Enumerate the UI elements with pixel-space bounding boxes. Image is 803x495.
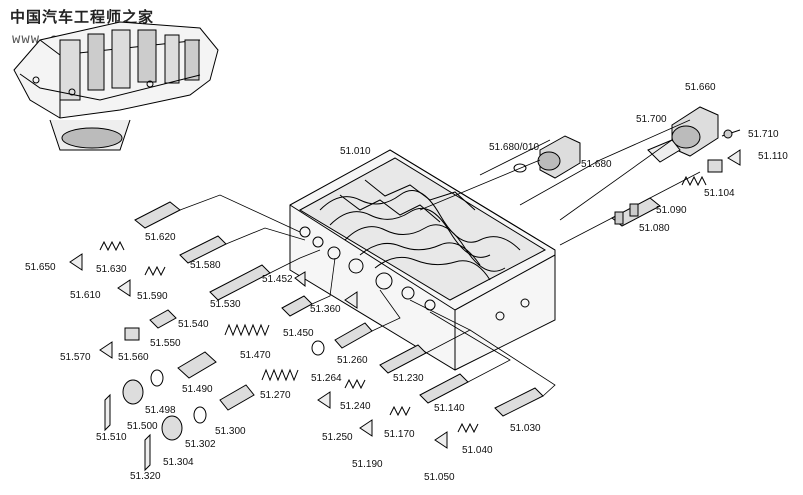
retainer-51190 [359,419,373,437]
part-label: 51.080 [639,223,670,234]
part-label: 51.190 [352,459,383,470]
part-label: 51.320 [130,471,161,482]
part-label: 51.452 [262,274,293,285]
retainer-51110 [727,149,741,166]
part-label: 51.560 [118,352,149,363]
piston-51490 [177,351,217,379]
part-label: 51.490 [182,384,213,395]
part-label: 51.580 [190,260,221,271]
part-label: 51.550 [150,338,181,349]
part-label: 51.470 [240,350,271,361]
part-label: 51.680/010 [489,142,539,153]
part-label: 51.570 [60,352,91,363]
part-label: 51.540 [178,319,209,330]
part-label: 51.250 [322,432,353,443]
part-label: 51.660 [685,82,716,93]
part-label: 51.050 [424,472,455,483]
part-label: 51.590 [137,291,168,302]
spring-51630 [99,240,125,252]
part-label: 51.500 [127,421,158,432]
spring-51590 [144,265,166,277]
part-label: 51.610 [70,290,101,301]
cap-51304 [161,415,183,441]
part-label: 51.140 [434,403,465,414]
part-label: 51.680 [581,159,612,170]
part-label: 51.264 [311,373,342,384]
watermark-text-cn: 中国汽车工程师之家 [10,8,155,26]
spring-51470 [224,323,270,337]
valve-body-plate [289,149,556,371]
part-label: 51.110 [758,151,788,162]
retainer-51250 [317,391,331,409]
bracket-51700 [647,139,681,163]
part-label: 51.710 [748,129,779,140]
spring-51270 [261,368,299,382]
valve-51450 [281,295,313,317]
plug-51104 [707,159,723,173]
valve-51620 [134,201,181,229]
part-label: 51.300 [215,426,246,437]
part-label: 51.230 [393,373,424,384]
plug-51560 [124,327,140,341]
part-label: 51.030 [510,423,541,434]
retainer-51510 [104,393,111,432]
retainer-51360 [344,291,358,309]
valve-51580 [179,235,227,264]
seal-51498 [150,369,164,387]
retainer-51452 [294,271,306,288]
retainer-51650 [69,253,83,271]
part-label: 51.630 [96,264,127,275]
part-label: 51.090 [656,205,687,216]
assembled-valve-body-thumbnail [13,21,219,151]
solenoid-51680 [513,135,581,179]
spring-51240 [344,378,366,390]
part-label: 51.010 [340,146,371,157]
part-label: 51.530 [210,299,241,310]
piston-51300 [219,384,255,411]
spring-51090 [681,175,707,187]
spring-51170 [389,405,411,417]
retainer-51570 [99,341,113,359]
part-label: 51.270 [260,390,291,401]
part-label: 51.040 [462,445,493,456]
part-label: 51.170 [384,429,415,440]
part-number-labels: 51.660 51.700 51.710 51.680/010 51.680 51.110… [25,82,788,483]
valve-51080 [611,197,661,227]
retainer-51610 [117,279,131,297]
seal-51264 [311,340,325,356]
part-label: 51.620 [145,232,176,243]
part-label: 51.360 [310,304,341,315]
part-label: 51.700 [636,114,667,125]
valve-51260 [334,322,373,349]
valve-51230 [379,344,427,374]
cap-51500 [122,379,144,405]
part-label: 51.450 [283,328,314,339]
retainer-51320 [144,433,151,472]
part-label: 51.302 [185,439,216,450]
valve-51030 [494,387,544,417]
part-label: 51.304 [163,457,194,468]
sleeve-51540 [149,309,177,329]
leader-lines [179,119,701,397]
part-label: 51.498 [145,405,176,416]
bolt-51710 [721,129,741,139]
valve-51140 [419,373,469,404]
part-label: 51.650 [25,262,56,273]
seal-51302 [193,406,207,424]
part-label: 51.104 [704,188,735,199]
part-label: 51.260 [337,355,368,366]
part-label: 51.240 [340,401,371,412]
retainer-51050 [434,431,448,449]
part-label: 51.510 [96,432,127,443]
spring-51040 [457,422,479,434]
